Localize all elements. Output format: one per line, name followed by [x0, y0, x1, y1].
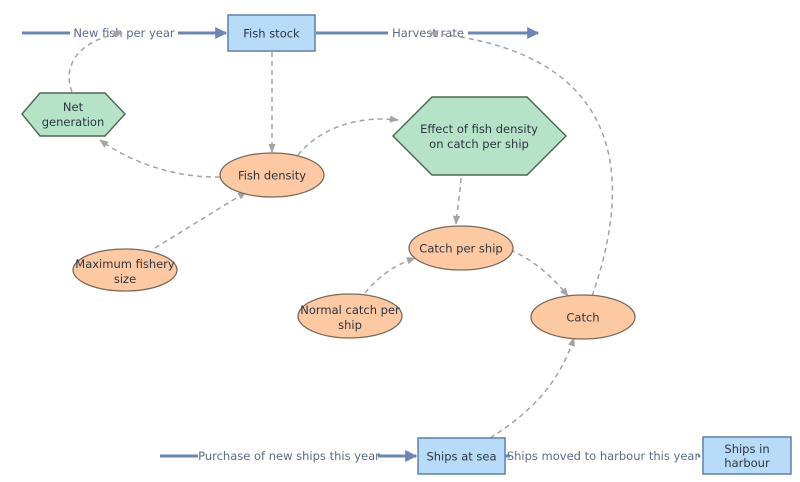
auxiliary-normal-catch-per-ship-label-2: ship: [338, 318, 362, 332]
auxiliary-maximum-fishery-size-label-2: size: [114, 272, 136, 286]
converter-effect-fish-density[interactable]: Effect of fish density on catch per ship: [392, 96, 567, 176]
converter-effect-fish-density-label-2: on catch per ship: [429, 137, 529, 151]
auxiliary-catch-label: Catch: [566, 311, 599, 325]
stock-fish-stock[interactable]: Fish stock: [227, 14, 316, 52]
converter-effect-fish-density-label-1: Effect of fish density: [420, 122, 538, 136]
flow-label-new-fish: New fish per year: [73, 26, 175, 40]
stock-ships-in-harbour-label-1: Ships in: [724, 442, 769, 456]
auxiliary-normal-catch-per-ship-label-1: Normal catch per: [300, 303, 400, 317]
auxiliary-maximum-fishery-size-label-1: Maximum fishery: [75, 257, 175, 271]
auxiliary-fish-density[interactable]: Fish density: [219, 152, 325, 198]
flow-lines: [22, 27, 702, 462]
auxiliary-fish-density-label: Fish density: [238, 169, 306, 183]
auxiliary-normal-catch-per-ship[interactable]: Normal catch per ship: [297, 293, 403, 339]
link-catch-to-harvest-rate: [429, 30, 614, 297]
converter-net-generation[interactable]: Net generation: [21, 92, 126, 137]
converter-net-generation-label-2: generation: [42, 115, 105, 129]
flow-label-purchase-ships: Purchase of new ships this year: [198, 449, 380, 463]
stock-fish-stock-label: Fish stock: [243, 27, 300, 41]
flow-label-ships-to-harbour: Ships moved to harbour this year: [507, 449, 700, 463]
link-normal-catch-to-catch-per-ship: [364, 257, 416, 294]
stock-ships-at-sea[interactable]: Ships at sea: [417, 437, 506, 475]
stock-ships-in-harbour-label-2: harbour: [724, 456, 770, 470]
auxiliary-catch[interactable]: Catch: [530, 294, 636, 340]
auxiliary-catch-per-ship[interactable]: Catch per ship: [408, 225, 514, 271]
flow-labels: New fish per year Harvest rate Purchase …: [70, 26, 699, 463]
link-catch-per-ship-to-catch: [509, 249, 569, 297]
link-effect-to-catch-per-ship: [452, 177, 462, 225]
dependency-links: [68, 30, 614, 439]
converter-net-generation-label-1: Net: [63, 100, 84, 114]
auxiliary-catch-per-ship-label: Catch per ship: [419, 242, 502, 256]
link-ships-at-sea-to-catch: [489, 337, 575, 439]
stock-ships-in-harbour[interactable]: Ships in harbour: [702, 436, 792, 475]
stock-ships-at-sea-label: Ships at sea: [426, 450, 496, 464]
link-max-size-to-density: [154, 191, 247, 249]
flow-label-harvest-rate: Harvest rate: [392, 26, 464, 40]
auxiliary-maximum-fishery-size[interactable]: Maximum fishery size: [72, 248, 178, 292]
link-density-to-effect: [297, 115, 399, 156]
link-density-to-net-generation: [99, 139, 221, 178]
link-net-generation-to-new-fish: [68, 30, 123, 93]
